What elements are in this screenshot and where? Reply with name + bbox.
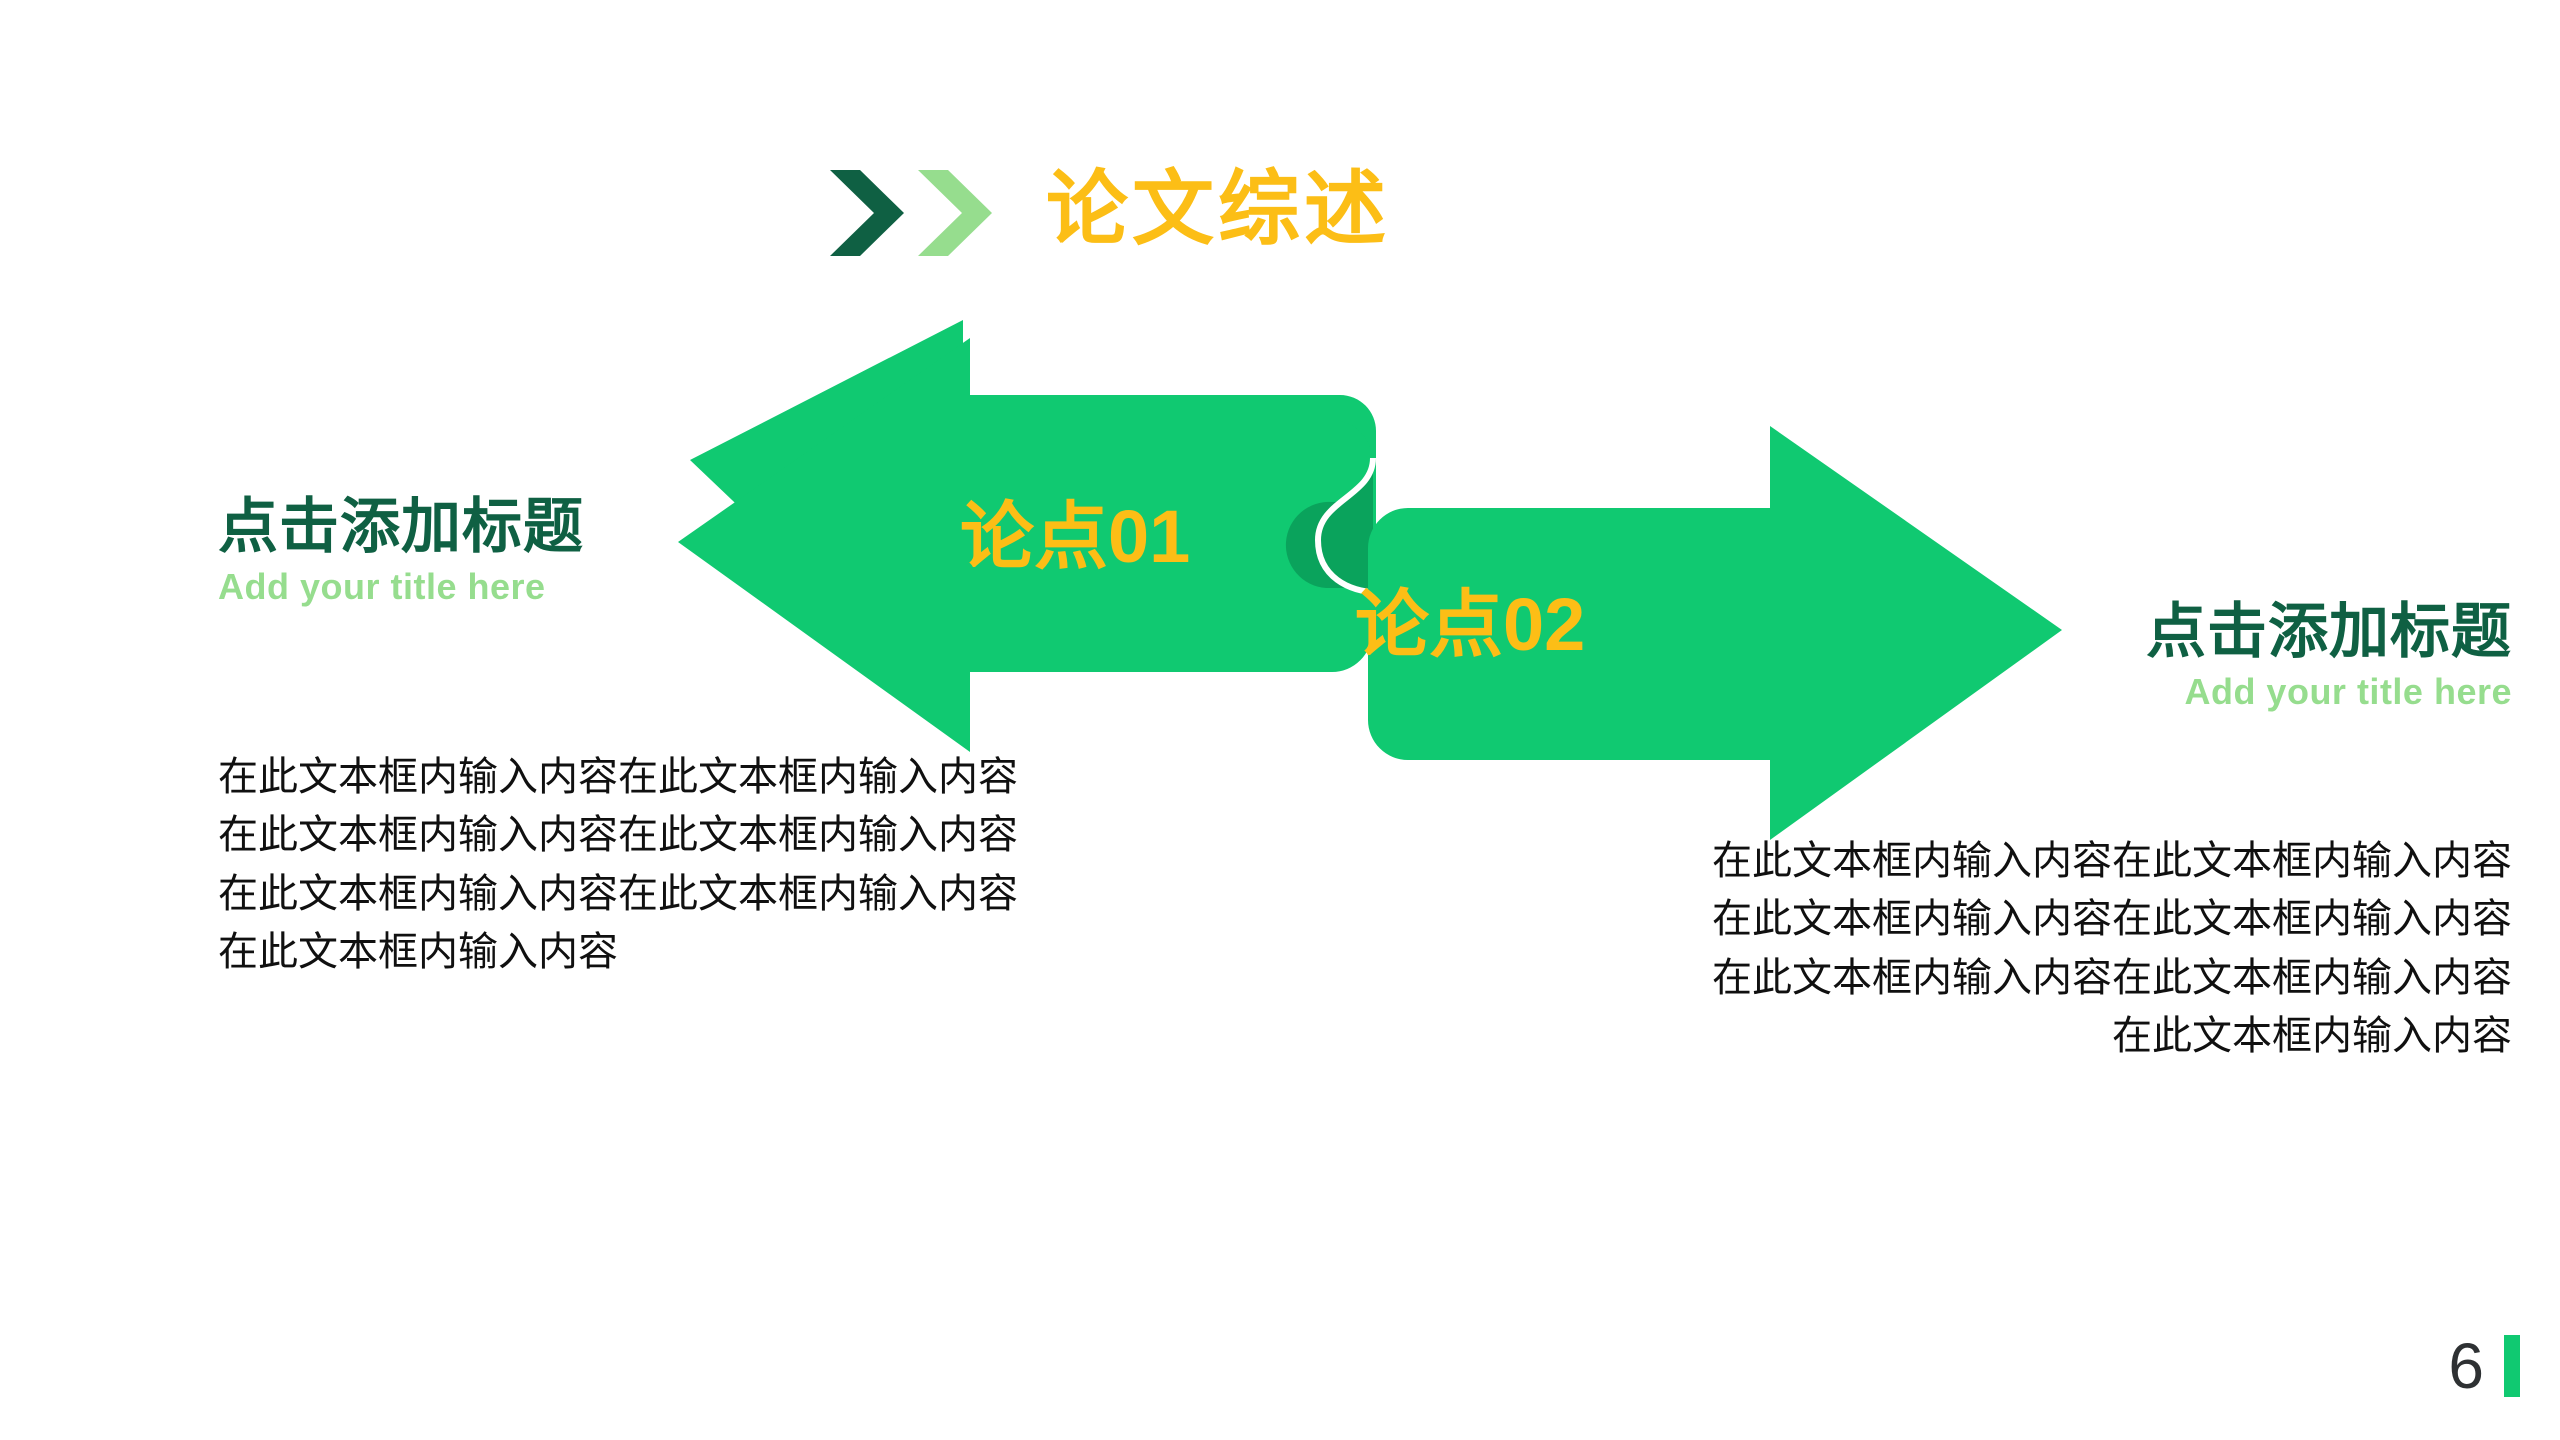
left-body-text: 在此文本框内输入内容在此文本框内输入内容 在此文本框内输入内容在此文本框内输入内…	[218, 748, 1228, 982]
chevron-right-icon-light	[918, 170, 992, 256]
dual-arrow-diagram: 论点01 论点02	[660, 300, 2080, 840]
right-arrow-group	[1368, 426, 2062, 840]
right-body-line: 在此文本框内输入内容在此文本框内输入内容	[1712, 838, 2512, 884]
left-title-cn: 点击添加标题	[218, 493, 584, 560]
ribbon-fold-highlight	[1314, 457, 1377, 595]
left-body-line: 在此文本框内输入内容在此文本框内输入内容	[218, 754, 1018, 800]
left-body-line: 在此文本框内输入内容在此文本框内输入内容	[218, 870, 1018, 917]
dual-arrow-svg	[678, 320, 2062, 840]
right-body-line: 在此文本框内输入内容在此文本框内输入内容	[1712, 896, 2512, 943]
page-number: 6	[2448, 1330, 2484, 1402]
arrow-label-02: 论点02	[1355, 583, 1586, 666]
right-title-en: Add your title here	[2184, 670, 2512, 712]
right-body-line: 在此文本框内输入内容在此文本框内输入内容	[1712, 954, 2512, 1001]
ribbon-fold-main	[1320, 460, 1373, 590]
chevron-right-icon-dark	[830, 170, 904, 256]
right-title-block: 点击添加标题 Add your title here	[1442, 598, 2512, 714]
page-accent-bar	[2504, 1335, 2520, 1397]
slide-footer: 6	[2448, 1326, 2520, 1406]
arrow-label-01: 论点01	[960, 495, 1191, 578]
left-title-en: Add your title here	[218, 565, 546, 607]
chevron-group	[830, 170, 992, 256]
left-arrow-group	[678, 338, 1372, 752]
right-arrow-body	[1368, 426, 2062, 840]
slide-header: 论文综述	[830, 150, 1390, 270]
left-title-block: 点击添加标题 Add your title here	[218, 493, 1228, 609]
left-body-line: 在此文本框内输入内容	[218, 929, 618, 976]
left-arrow-body	[678, 338, 1372, 752]
page-title: 论文综述	[1046, 164, 1391, 255]
right-body-text: 在此文本框内输入内容在此文本框内输入内容 在此文本框内输入内容在此文本框内输入内…	[1482, 832, 2512, 1066]
right-title-cn: 点击添加标题	[2146, 598, 2512, 665]
left-body-line: 在此文本框内输入内容在此文本框内输入内容	[218, 812, 1018, 859]
right-body-line: 在此文本框内输入内容	[2112, 1013, 2512, 1060]
